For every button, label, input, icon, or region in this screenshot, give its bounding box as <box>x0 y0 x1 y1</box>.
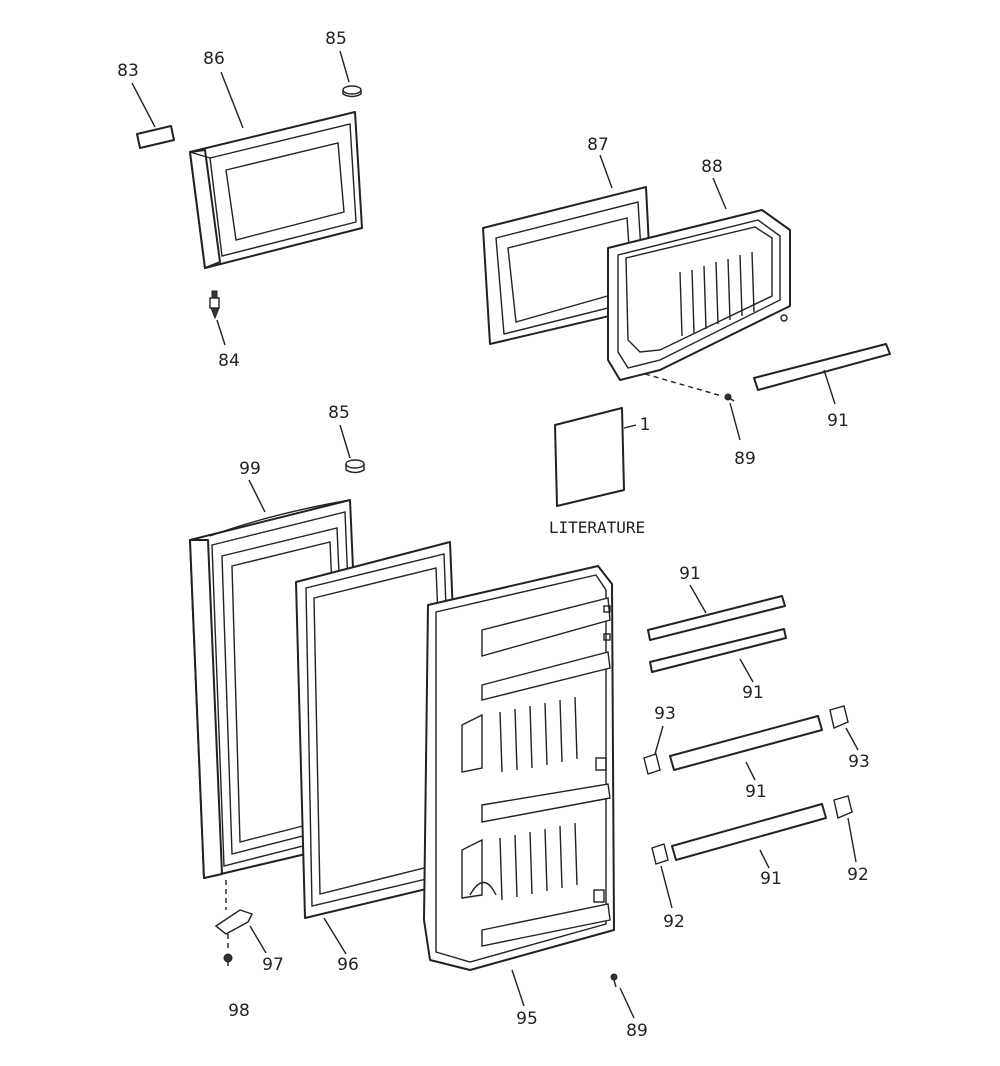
label-95: 95 <box>516 1009 538 1029</box>
label-87: 87 <box>587 135 609 155</box>
part-86-freezer-door <box>189 111 363 269</box>
label-98: 98 <box>228 1001 250 1021</box>
part-85-plug-bottom <box>345 459 365 474</box>
label-91-d: 91 <box>760 869 782 889</box>
part-92-end-cap-right <box>833 795 853 819</box>
label-85-bottom: 85 <box>328 403 350 423</box>
label-literature: LITERATURE <box>549 518 645 537</box>
part-84-hinge-pin <box>209 290 220 320</box>
label-96: 96 <box>337 955 359 975</box>
part-93-end-cap-right <box>829 705 849 729</box>
label-92-right: 92 <box>847 865 869 885</box>
label-89-bottom: 89 <box>626 1021 648 1041</box>
liner-ribs-lower <box>499 822 578 901</box>
liner-ribs <box>679 251 755 337</box>
label-88: 88 <box>701 157 723 177</box>
label-91-c: 91 <box>745 782 767 802</box>
label-91-b: 91 <box>742 683 764 703</box>
part-89-screw-bottom <box>610 973 618 988</box>
part-labels: 83 86 85 84 87 88 89 91 1 LITERATURE 85 … <box>117 29 870 1041</box>
part-93-end-cap-left <box>643 753 661 775</box>
part-83-nameplate <box>136 125 175 149</box>
part-88-freezer-liner <box>607 209 791 381</box>
part-1-literature <box>554 407 625 507</box>
part-91-trim-top <box>753 343 891 391</box>
liner-ribs-upper <box>499 696 578 773</box>
part-91-trims-right <box>647 595 827 861</box>
label-93-left: 93 <box>654 704 676 724</box>
label-89-top: 89 <box>734 449 756 469</box>
part-85-plug-top <box>342 85 362 98</box>
label-97: 97 <box>262 955 284 975</box>
label-99: 99 <box>239 459 261 479</box>
label-86: 86 <box>203 49 225 69</box>
part-97-hinge <box>214 880 253 952</box>
part-89-screw-top <box>644 373 735 402</box>
label-1: 1 <box>640 415 651 435</box>
leader-lines <box>131 50 859 1019</box>
label-93-right: 93 <box>848 752 870 772</box>
label-91-a: 91 <box>679 564 701 584</box>
label-83: 83 <box>117 61 139 81</box>
label-84: 84 <box>218 351 240 371</box>
label-85-top: 85 <box>325 29 347 49</box>
label-92-left: 92 <box>663 912 685 932</box>
part-95-door-liner <box>423 565 615 971</box>
part-92-end-cap-left <box>651 843 669 865</box>
part-98-screw <box>223 953 233 966</box>
label-91-top: 91 <box>827 411 849 431</box>
